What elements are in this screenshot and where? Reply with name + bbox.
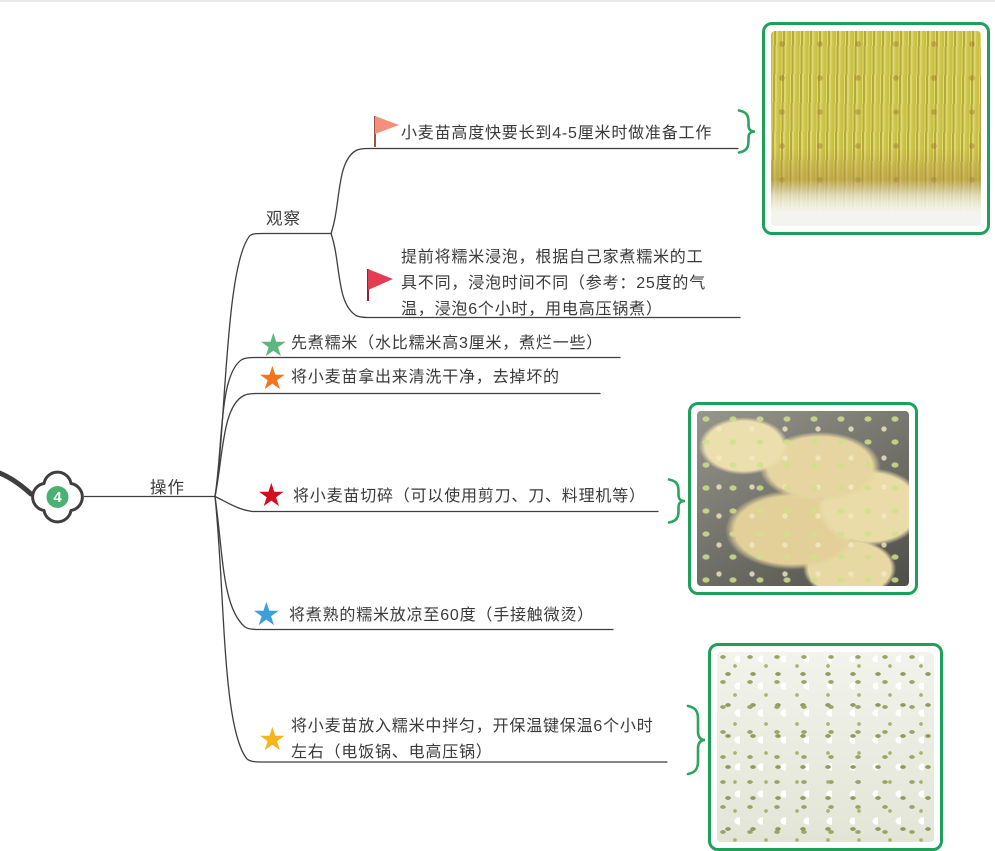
parent-link-line [0, 470, 34, 497]
flag-salmon-icon [374, 116, 399, 147]
star-orange-icon: ★ [258, 359, 287, 397]
summary-brace-chop[interactable] [667, 478, 686, 524]
topic-chop-sprouts[interactable]: 将小麦苗切碎（可以使用剪刀、刀、料理机等） [293, 488, 646, 505]
star-red-icon: ★ [257, 476, 286, 514]
central-topic-node[interactable]: 4 [53, 488, 62, 506]
rice-mixture-photo[interactable] [708, 643, 943, 851]
branch-line-topic-soak [330, 232, 741, 319]
topic-mix-keep-warm[interactable]: 将小麦苗放入糯米中拌匀，开保温键保温6个小时 左右（电饭锅、电高压锅） [291, 718, 654, 761]
topic-cool-rice[interactable]: 将煮熟的糯米放凉至60度（手接触微烫） [289, 607, 594, 624]
branch-line-topic-cool-rice [214, 495, 614, 631]
branch-label-operate[interactable]: 操作 [150, 479, 185, 497]
wheat-sprouts-photo[interactable] [762, 22, 990, 235]
topic-cook-rice[interactable]: 先煮糯米（水比糯米高3厘米，煮烂一些） [291, 335, 604, 352]
star-green-icon: ★ [259, 326, 288, 364]
branch-line-topic-mix [214, 495, 668, 763]
rice-mixture-image [717, 652, 934, 842]
branch-line-topic-prepare [330, 147, 739, 235]
summary-brace-mix[interactable] [686, 704, 706, 776]
central-node-circle[interactable] [46, 486, 69, 508]
topic-prepare[interactable]: 小麦苗高度快要长到4-5厘米时做准备工作 [401, 125, 713, 142]
star-gold-icon: ★ [258, 720, 287, 758]
window-top-border [0, 0, 995, 2]
branch-line-topic-wash-sprouts [214, 392, 601, 498]
branch-line-topic-cook-rice [214, 356, 621, 498]
topic-soak[interactable]: 提前将糯米浸泡，根据自己家煮糯米的工 具不同，浸泡时间不同（参考：25度的气 温… [401, 249, 706, 318]
chopped-sprouts-image [697, 411, 909, 586]
branch-line-topic-chop-sprouts [214, 495, 659, 513]
wheat-sprouts-image [771, 31, 981, 226]
chopped-sprouts-photo[interactable] [688, 402, 918, 595]
summary-brace-prepare[interactable] [737, 109, 756, 154]
flag-red-icon [367, 269, 393, 301]
star-blue-icon: ★ [252, 595, 281, 633]
branch-label-observe[interactable]: 观察 [266, 210, 301, 228]
topic-wash-sprouts[interactable]: 将小麦苗拿出来清洗干净，去掉坏的 [291, 369, 560, 386]
